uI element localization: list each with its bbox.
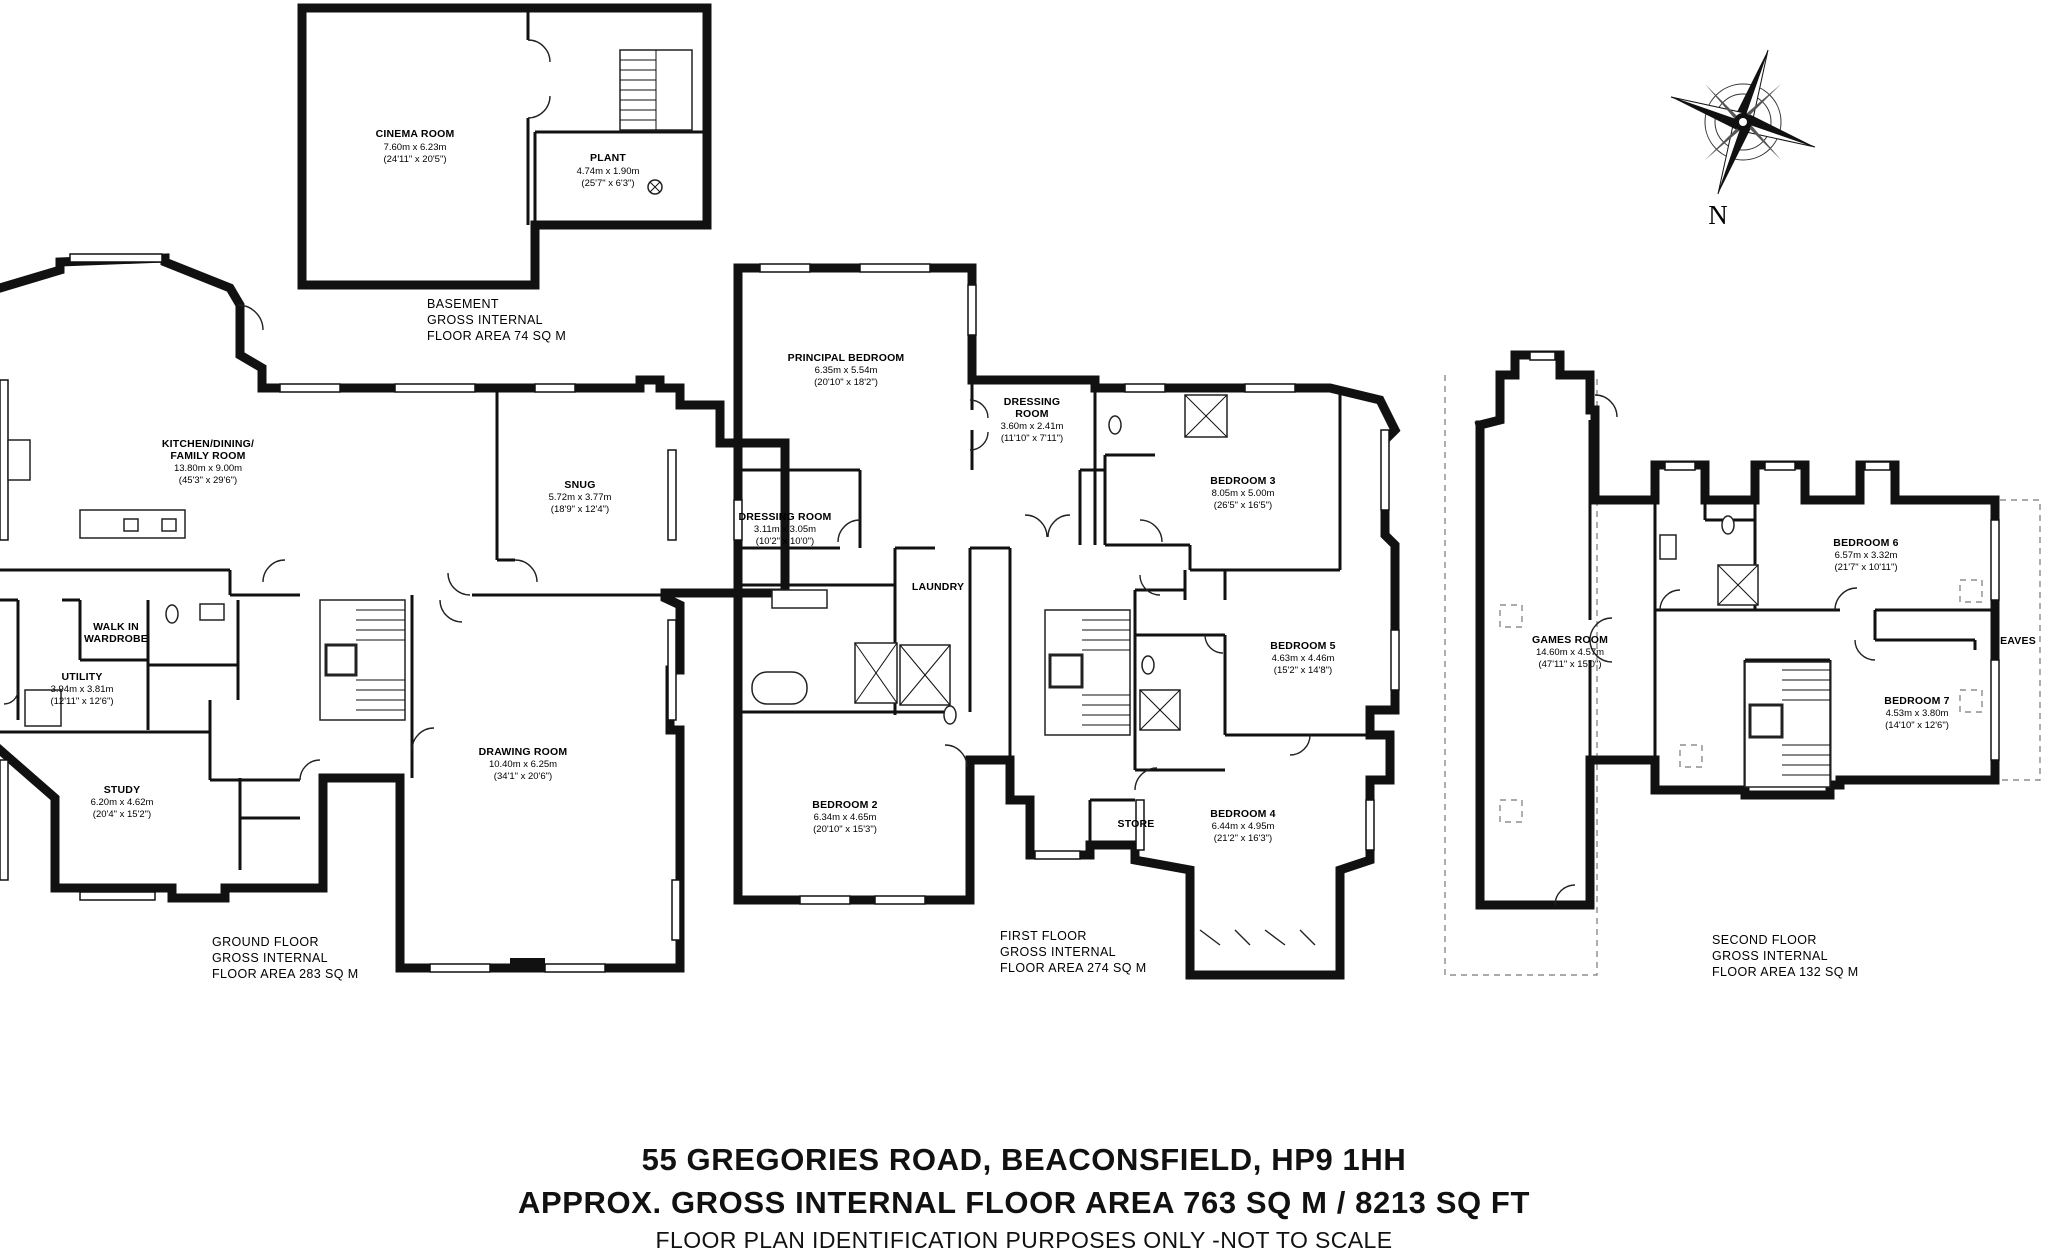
room-metric-bedroom3: 8.05m x 5.00m	[1212, 488, 1275, 499]
room-imperial-bedroom2: (20'10" x 15'3")	[813, 824, 877, 835]
basement-label-2: GROSS INTERNAL	[427, 313, 543, 327]
floor-area-labels: BASEMENT GROSS INTERNAL FLOOR AREA 74 SQ…	[212, 297, 1859, 981]
room-imperial-dressing2: (10'2" x 10'0")	[756, 536, 814, 547]
room-metric-bedroom2: 6.34m x 4.65m	[814, 812, 877, 823]
room-name-games: GAMES ROOM	[1532, 634, 1608, 646]
room-metric-games: 14.60m x 4.57m	[1536, 647, 1604, 658]
first-label-2: GROSS INTERNAL	[1000, 945, 1116, 959]
room-name-dressing2: DRESSING ROOM	[738, 511, 831, 523]
room-imperial-principal: (20'10" x 18'2")	[814, 377, 878, 388]
room-name-kitchen-2: FAMILY ROOM	[170, 450, 245, 462]
second-floor-plan	[1444, 350, 2041, 976]
second-label-2: GROSS INTERNAL	[1712, 949, 1828, 963]
first-floor-stairs	[1044, 609, 1131, 736]
basement-plan	[297, 3, 712, 290]
room-metric-plant: 4.74m x 1.90m	[577, 166, 640, 177]
total-floor-area: APPROX. GROSS INTERNAL FLOOR AREA 763 SQ…	[518, 1185, 1530, 1220]
room-metric-dressing2: 3.11m x 3.05m	[754, 524, 816, 535]
room-name-bedroom7: BEDROOM 7	[1884, 695, 1949, 707]
room-name-bedroom5: BEDROOM 5	[1270, 640, 1335, 652]
second-label-3: FLOOR AREA 132 SQ M	[1712, 965, 1859, 979]
second-label-1: SECOND FLOOR	[1712, 933, 1817, 947]
room-name-bedroom3: BEDROOM 3	[1210, 475, 1275, 487]
room-name-plant: PLANT	[590, 152, 626, 164]
room-name-dressing1-2: ROOM	[1015, 408, 1049, 420]
room-metric-bedroom4: 6.44m x 4.95m	[1212, 821, 1275, 832]
room-imperial-bedroom6: (21'7" x 10'11")	[1834, 562, 1897, 573]
room-name-eaves: EAVES	[2000, 635, 2036, 647]
room-imperial-plant: (25'7" x 6'3")	[581, 178, 634, 189]
property-address: 55 GREGORIES ROAD, BEACONSFIELD, HP9 1HH	[641, 1142, 1407, 1177]
basement-label-3: FLOOR AREA 74 SQ M	[427, 329, 566, 343]
room-metric-utility: 3.94m x 3.81m	[51, 684, 114, 695]
room-imperial-bedroom4: (21'2" x 16'3")	[1214, 833, 1272, 844]
disclaimer-text: FLOOR PLAN IDENTIFICATION PURPOSES ONLY …	[655, 1227, 1393, 1253]
room-metric-cinema: 7.60m x 6.23m	[384, 142, 447, 153]
first-label-3: FLOOR AREA 274 SQ M	[1000, 961, 1147, 975]
room-imperial-bedroom5: (15'2" x 14'8")	[1274, 665, 1332, 676]
ground-label-2: GROSS INTERNAL	[212, 951, 328, 965]
room-imperial-utility: (12'11" x 12'6")	[50, 696, 113, 707]
north-compass-icon	[1670, 49, 1816, 195]
room-metric-bedroom7: 4.53m x 3.80m	[1886, 708, 1949, 719]
room-metric-snug: 5.72m x 3.77m	[549, 492, 612, 503]
room-imperial-bedroom3: (26'5" x 16'5")	[1214, 500, 1272, 511]
room-imperial-snug: (18'9" x 12'4")	[551, 504, 609, 515]
room-name-bedroom2: BEDROOM 2	[812, 799, 877, 811]
room-name-walkin-2: WARDROBE	[84, 633, 148, 645]
room-name-bedroom4: BEDROOM 4	[1210, 808, 1275, 820]
room-name-walkin-1: WALK IN	[93, 621, 139, 633]
room-metric-study: 6.20m x 4.62m	[91, 797, 154, 808]
ground-label-1: GROUND FLOOR	[212, 935, 319, 949]
room-name-study: STUDY	[104, 784, 141, 796]
room-imperial-kitchen: (45'3" x 29'6")	[179, 475, 237, 486]
room-name-bedroom6: BEDROOM 6	[1833, 537, 1898, 549]
room-imperial-dressing1: (11'10" x 7'11")	[1001, 433, 1063, 444]
room-metric-bedroom5: 4.63m x 4.46m	[1272, 653, 1335, 664]
room-metric-drawing: 10.40m x 6.25m	[489, 759, 557, 770]
room-labels: CINEMA ROOM 7.60m x 6.23m (24'11" x 20'5…	[50, 128, 2035, 844]
room-imperial-drawing: (34'1" x 20'6")	[494, 771, 552, 782]
room-metric-principal: 6.35m x 5.54m	[815, 365, 878, 376]
room-name-cinema: CINEMA ROOM	[376, 128, 455, 140]
basement-stairs	[619, 49, 693, 131]
room-name-snug: SNUG	[564, 479, 595, 491]
room-metric-dressing1: 3.60m x 2.41m	[1001, 421, 1064, 432]
kitchen-sink	[7, 439, 31, 481]
second-floor-stairs	[1744, 661, 1831, 788]
room-name-kitchen-1: KITCHEN/DINING/	[162, 438, 254, 450]
room-imperial-study: (20'4" x 15'2")	[93, 809, 151, 820]
room-name-dressing1-1: DRESSING	[1004, 396, 1060, 408]
room-imperial-games: (47'11" x 15'0")	[1538, 659, 1601, 670]
room-imperial-bedroom7: (14'10" x 12'6")	[1885, 720, 1949, 731]
basement-label-1: BASEMENT	[427, 297, 499, 311]
first-floor-plan	[733, 263, 1401, 980]
room-name-store: STORE	[1118, 818, 1155, 830]
bathtub	[751, 671, 808, 705]
room-name-drawing: DRAWING ROOM	[479, 746, 568, 758]
ground-floor-stairs	[319, 599, 406, 721]
room-metric-bedroom6: 6.57m x 3.32m	[1835, 550, 1898, 561]
room-name-laundry: LAUNDRY	[912, 581, 964, 593]
compass-north-label: N	[1708, 200, 1728, 230]
ground-label-3: FLOOR AREA 283 SQ M	[212, 967, 359, 981]
first-label-1: FIRST FLOOR	[1000, 929, 1087, 943]
ground-floor-plan	[0, 253, 790, 973]
room-name-utility: UTILITY	[61, 671, 102, 683]
room-metric-kitchen: 13.80m x 9.00m	[174, 463, 242, 474]
room-name-principal: PRINCIPAL BEDROOM	[788, 352, 905, 364]
room-imperial-cinema: (24'11" x 20'5")	[383, 154, 446, 165]
